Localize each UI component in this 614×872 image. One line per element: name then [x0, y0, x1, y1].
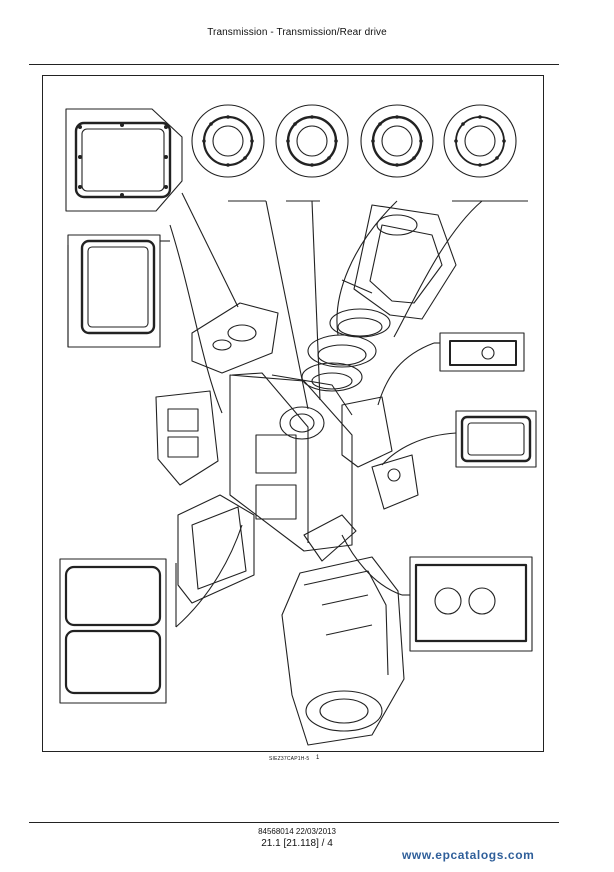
watermark-link[interactable]: www.epcatalogs.com [402, 848, 535, 862]
figure-number: 1 [316, 755, 320, 761]
gasket-round-3 [336, 104, 434, 336]
side-cover-left [155, 390, 219, 486]
ring-gear-stack [301, 308, 391, 392]
top-cover-plate [191, 302, 279, 374]
gasket-round-1 [191, 104, 309, 410]
figure-frame [42, 75, 544, 752]
gasket-cover-right [381, 410, 537, 468]
lower-side-plate [177, 494, 255, 604]
gasket-large-bottom-left [59, 524, 243, 704]
gasket-rectangular-top-left [65, 108, 239, 308]
lower-transmission-housing [281, 556, 405, 746]
figure-reference-code: SIEZ37CAP1H-5 [269, 756, 310, 762]
rear-housing-upper-assembly [341, 204, 457, 320]
header-rule [29, 64, 559, 65]
main-transmission-housing [229, 372, 357, 562]
gasket-rectangular-upright-left [67, 224, 223, 414]
gasket-plate-right [341, 534, 533, 652]
page-title: Transmission - Transmission/Rear drive [207, 27, 387, 38]
page-reference: 21.1 [21.118] / 4 [261, 838, 333, 849]
gasket-round-2 [275, 104, 349, 401]
document-code: 84568014 22/03/2013 [258, 827, 336, 836]
footer-rule [29, 822, 559, 823]
exploded-parts-drawing [59, 104, 537, 746]
gasket-round-4 [393, 104, 528, 338]
gasket-bracket-right [377, 332, 525, 406]
bracket-right-part [341, 396, 419, 510]
